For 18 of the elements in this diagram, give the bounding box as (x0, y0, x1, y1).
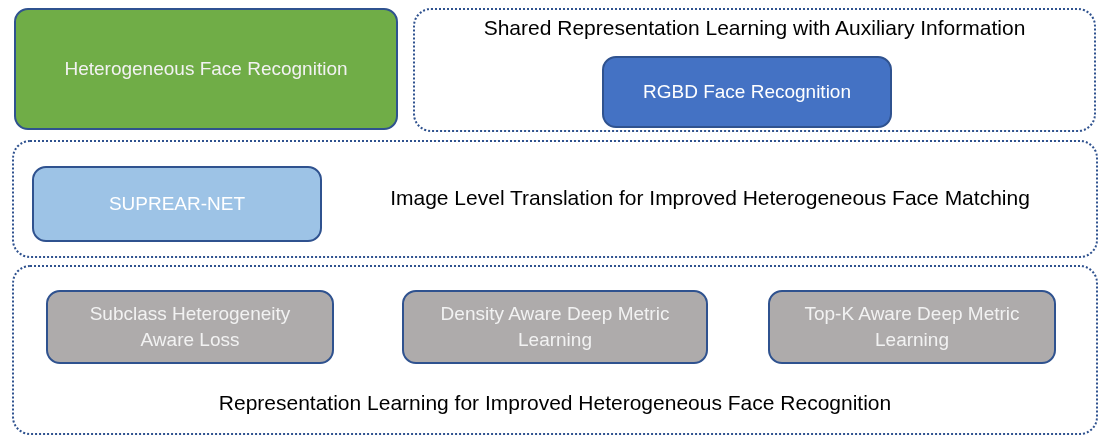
process-box (768, 290, 1056, 364)
box-label: Density Aware Deep Metric Learning (439, 302, 671, 352)
group-title: Representation Learning for Improved Heterogeneous Face Recognition (217, 391, 893, 415)
dotted-group-frame (12, 140, 1098, 258)
box-label: RGBD Face Recognition (641, 80, 852, 105)
process-box (602, 56, 892, 128)
box-label: Heterogeneous Face Recognition (63, 57, 349, 82)
box-label: Top-K Aware Deep Metric Learning (803, 302, 1021, 352)
process-box (46, 290, 334, 364)
dotted-group-frame (413, 8, 1096, 132)
box-label: Subclass Heterogeneity Aware Loss (88, 302, 292, 352)
group-title: Shared Representation Learning with Auxiliary Information (482, 16, 1027, 40)
process-box (14, 8, 398, 130)
dotted-group-frame (12, 265, 1098, 435)
box-label: SUPREAR-NET (107, 192, 247, 217)
process-box (402, 290, 708, 364)
group-title: Image Level Translation for Improved Heterogeneous Face Matching (389, 186, 1031, 210)
process-box (32, 166, 322, 242)
